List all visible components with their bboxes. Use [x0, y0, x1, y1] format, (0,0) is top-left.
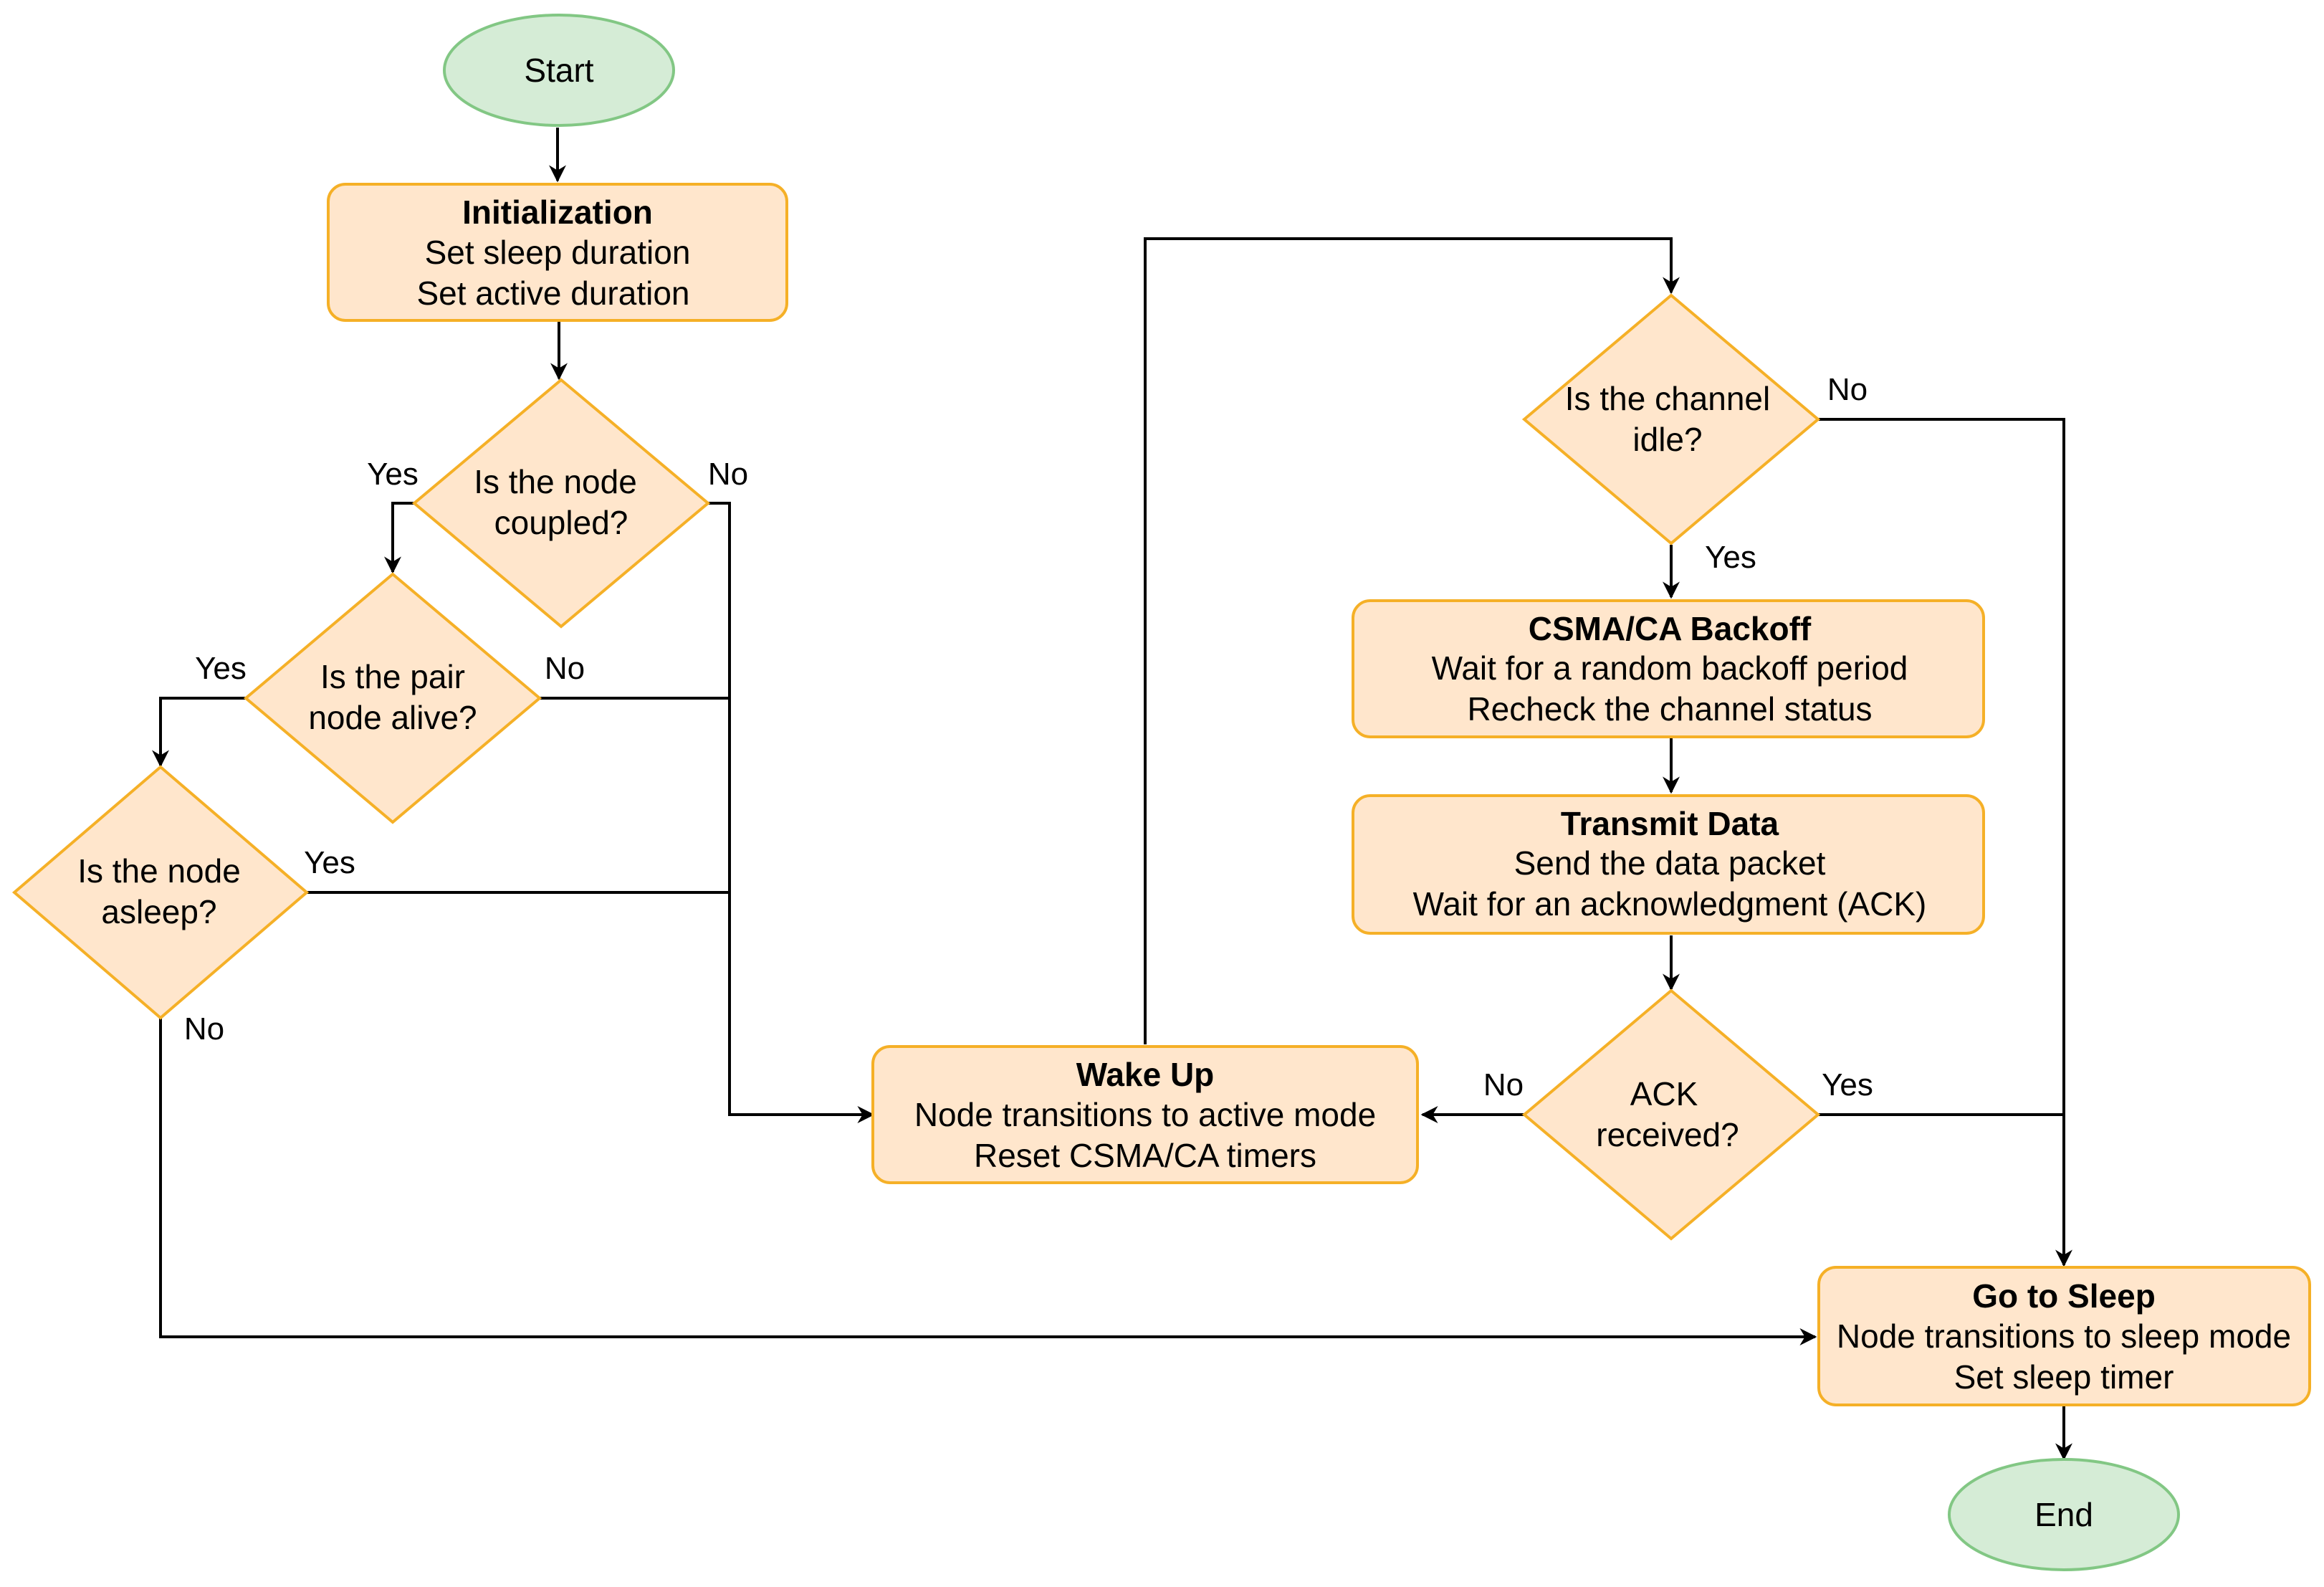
edge-coupled-no [708, 502, 875, 1123]
label-asleep-no: No [184, 1011, 224, 1047]
edge-channel-no [1818, 418, 2072, 1267]
edge-alive-yes [152, 697, 246, 768]
csma-backoff-box: CSMA/CA Backoff Wait for a random backof… [1352, 599, 1985, 738]
label-coupled-no: No [708, 457, 748, 492]
decision-ack-line-2: received? [1596, 1116, 1739, 1153]
decision-ack-received: ACK received? [1521, 988, 1821, 1241]
decision-node-asleep: Is the node asleep? [11, 765, 310, 1020]
label-asleep-yes: Yes [304, 845, 355, 880]
start-terminal: Start [443, 14, 675, 127]
label-channel-no: No [1827, 372, 1868, 407]
decision-channel-line-1: Is the channel [1565, 380, 1770, 417]
transmit-data-title: Transmit Data [1561, 805, 1779, 842]
decision-asleep-line-2: asleep? [101, 893, 216, 930]
connectors [152, 128, 2072, 1461]
label-alive-no: No [545, 651, 585, 686]
edge-labels: Yes No Yes No Yes No Yes No No Yes [184, 372, 1873, 1102]
initialization-title: Initialization [462, 194, 653, 231]
decision-coupled-line-2: coupled? [494, 504, 628, 541]
wake-up-box: Wake Up Node transitions to active mode … [871, 1045, 1419, 1184]
decision-alive-line-1: Is the pair [320, 658, 465, 695]
initialization-line-1: Set sleep duration [425, 234, 691, 271]
decision-node-coupled: Is the node coupled? [411, 378, 711, 629]
label-coupled-yes: Yes [367, 457, 419, 492]
wake-up-line-2: Reset CSMA/CA timers [974, 1137, 1316, 1174]
end-label: End [2034, 1496, 2093, 1533]
go-to-sleep-line-1: Node transitions to sleep mode [1837, 1317, 2291, 1355]
csma-backoff-title: CSMA/CA Backoff [1529, 610, 1812, 647]
edge-asleep-no [159, 1018, 1817, 1345]
decision-channel-idle: Is the channel idle? [1521, 293, 1821, 545]
go-to-sleep-line-2: Set sleep timer [1954, 1358, 2174, 1396]
wake-up-title: Wake Up [1076, 1056, 1215, 1093]
transmit-data-line-2: Wait for an acknowledgment (ACK) [1413, 885, 1927, 923]
decision-pair-alive: Is the pair node alive? [243, 572, 542, 824]
decision-coupled-line-1: Is the node [474, 463, 637, 500]
csma-backoff-line-1: Wait for a random backoff period [1432, 649, 1908, 687]
go-to-sleep-box: Go to Sleep Node transitions to sleep mo… [1817, 1266, 2311, 1406]
edge-wake-channel [1144, 237, 1680, 1044]
edge-coupled-yes [384, 502, 414, 574]
initialization-line-2: Set active duration [416, 275, 689, 312]
wake-up-line-1: Node transitions to active mode [914, 1096, 1376, 1133]
decision-ack-line-1: ACK [1630, 1075, 1698, 1112]
start-label: Start [524, 52, 593, 89]
end-terminal: End [1948, 1458, 2180, 1571]
decision-alive-line-2: node alive? [308, 699, 477, 736]
label-ack-no: No [1483, 1067, 1524, 1102]
label-ack-yes: Yes [1822, 1067, 1873, 1102]
label-alive-yes: Yes [195, 651, 247, 686]
label-channel-yes: Yes [1705, 540, 1756, 575]
decision-channel-line-2: idle? [1632, 421, 1702, 458]
transmit-data-line-1: Send the data packet [1514, 844, 1826, 882]
initialization-box: Initialization Set sleep duration Set ac… [327, 183, 788, 322]
go-to-sleep-title: Go to Sleep [1972, 1277, 2156, 1315]
csma-backoff-line-2: Recheck the channel status [1467, 690, 1872, 728]
transmit-data-box: Transmit Data Send the data packet Wait … [1352, 794, 1985, 935]
decision-asleep-line-1: Is the node [77, 852, 241, 890]
